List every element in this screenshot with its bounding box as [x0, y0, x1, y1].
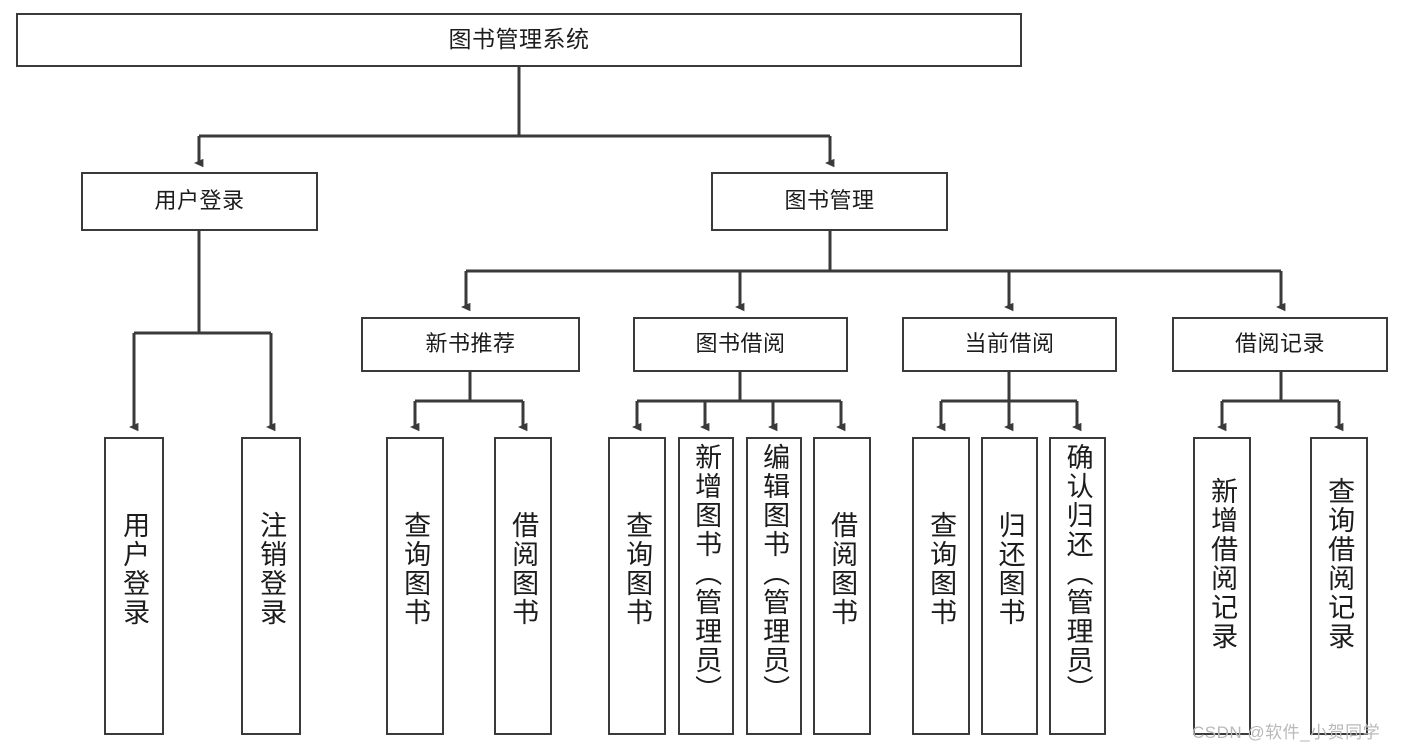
- leaf-current-confirm-return-admin[interactable]: 确认归还（管理员）: [1049, 437, 1106, 735]
- node-label: 查询图书: [400, 511, 431, 627]
- leaf-current-query-books[interactable]: 查询图书: [912, 437, 970, 735]
- leaf-record-add-record[interactable]: 新增借阅记录: [1193, 437, 1251, 735]
- node-label: 图书借阅: [695, 331, 786, 357]
- node-book-borrow[interactable]: 图书借阅: [633, 317, 848, 372]
- node-label: 新增图书（管理员）: [691, 443, 722, 704]
- node-label: 注销登录: [256, 511, 287, 627]
- node-label: 借阅记录: [1234, 331, 1325, 357]
- node-user-login[interactable]: 用户登录: [81, 172, 318, 231]
- leaf-newbook-query-books[interactable]: 查询图书: [386, 437, 444, 735]
- node-label: 新书推荐: [425, 331, 516, 357]
- leaf-newbook-borrow-books[interactable]: 借阅图书: [494, 437, 552, 735]
- leaf-borrow-add-book-admin[interactable]: 新增图书（管理员）: [678, 437, 734, 735]
- node-label: 确认归还（管理员）: [1062, 443, 1093, 704]
- node-label: 当前借阅: [964, 331, 1055, 357]
- node-root-system[interactable]: 图书管理系统: [16, 13, 1022, 67]
- leaf-borrow-query-books[interactable]: 查询图书: [608, 437, 666, 735]
- node-borrow-record[interactable]: 借阅记录: [1172, 317, 1388, 372]
- leaf-borrow-lend-books[interactable]: 借阅图书: [813, 437, 871, 735]
- node-label: 图书管理系统: [448, 26, 590, 53]
- leaf-current-return-books[interactable]: 归还图书: [981, 437, 1038, 735]
- node-label: 借阅图书: [827, 511, 858, 627]
- node-label: 归还图书: [994, 511, 1025, 627]
- node-label: 查询图书: [926, 511, 957, 627]
- node-label: 查询借阅记录: [1324, 477, 1355, 651]
- node-label: 图书管理: [784, 188, 875, 214]
- node-book-management[interactable]: 图书管理: [711, 172, 948, 231]
- leaf-user-login[interactable]: 用户登录: [104, 437, 164, 735]
- node-new-book-recommend[interactable]: 新书推荐: [361, 317, 580, 372]
- node-label: 用户登录: [154, 188, 245, 214]
- node-current-borrow[interactable]: 当前借阅: [902, 317, 1117, 372]
- leaf-borrow-edit-book-admin[interactable]: 编辑图书（管理员）: [746, 437, 802, 735]
- node-label: 借阅图书: [508, 511, 539, 627]
- node-label: 编辑图书（管理员）: [759, 443, 790, 704]
- leaf-user-logout[interactable]: 注销登录: [241, 437, 301, 735]
- node-label: 新增借阅记录: [1207, 477, 1238, 651]
- node-label: 查询图书: [622, 511, 653, 627]
- leaf-record-query-record[interactable]: 查询借阅记录: [1310, 437, 1368, 735]
- node-label: 用户登录: [119, 511, 150, 627]
